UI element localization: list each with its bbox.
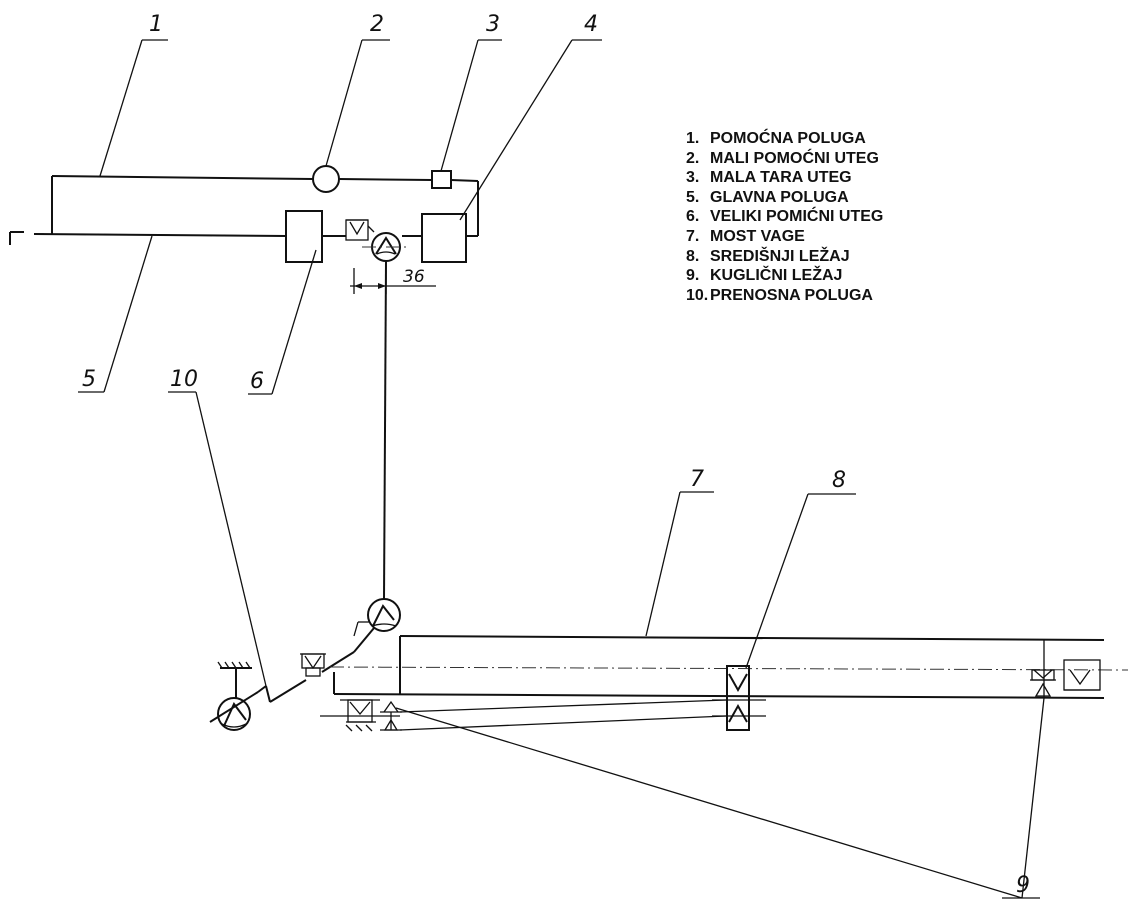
scale-bridge [329,635,1128,699]
large-sliding-weight [285,210,323,263]
transfer-knife-edge-bearing [300,653,326,677]
transfer-lever [209,627,375,723]
leader-1: 1 [99,12,168,177]
upper-knife-edge-bearing [345,219,375,241]
label-8: 8 [832,468,846,493]
legend-number: 7. [686,227,700,245]
part-4-block [421,213,467,263]
left-ball-bearings [320,699,402,732]
legend-item: 3. MALA TARA UTEG [686,168,883,188]
leader-3: 3 [440,12,502,172]
lower-ball-bearing [353,598,401,637]
leader-2: 2 [325,12,390,167]
dimension-36: 36 [350,262,436,294]
parts-legend: 1. POMOĆNA POLUGA 2. MALI POMOĆNI UTEG 3. M… [686,129,883,305]
legend-number: 5. [686,188,700,206]
legend-number: 9. [686,267,700,285]
legend-number: 2. [686,149,700,167]
legend-number: 8. [686,247,700,265]
legend-item: 7. MOST VAGE [686,227,883,247]
wedge-line-upper [399,699,727,713]
leader-4: 4 [459,12,602,221]
legend-text: MALI POMOĆNI UTEG [710,149,879,167]
label-4: 4 [584,12,598,37]
legend-number: 10. [686,286,709,304]
legend-item: 6. VELIKI POMIĆNI UTEG [686,207,883,227]
legend-text: PRENOSNA POLUGA [710,286,873,304]
legend-item: 10.PRENOSNA POLUGA [686,286,883,306]
label-9: 9 [1016,873,1030,898]
leader-7: 7 [645,467,714,637]
legend-item: 1. POMOĆNA POLUGA [686,129,883,149]
legend-number: 6. [686,208,700,226]
label-3: 3 [486,12,500,37]
legend-item: 9. KUGLIČNI LEŽAJ [686,266,883,286]
label-10: 10 [170,367,198,392]
label-5: 5 [82,367,96,392]
legend-text: VELIKI POMIĆNI UTEG [710,208,884,226]
small-auxiliary-weight [312,165,340,193]
auxiliary-lever [51,175,479,237]
label-2: 2 [370,12,384,37]
label-7: 7 [690,467,704,492]
leader-6: 6 [248,249,317,395]
legend-text: SREDIŠNJI LEŽAJ [710,247,850,265]
main-lever [9,231,422,245]
leader-10: 10 [168,367,267,687]
leader-5: 5 [78,235,153,393]
wedge-line-lower [399,715,727,731]
legend-item: 5. GLAVNA POLUGA [686,188,883,208]
right-ball-bearings [1030,659,1101,697]
legend-text: MALA TARA UTEG [710,169,852,187]
upper-ball-bearing [362,232,410,262]
legend-item: 2. MALI POMOĆNI UTEG [686,149,883,169]
label-6: 6 [250,369,264,394]
legend-number: 3. [686,169,700,187]
legend-item: 8. SREDIŠNJI LEŽAJ [686,247,883,267]
legend-text: KUGLIČNI LEŽAJ [710,267,843,285]
small-tare-weight [431,170,452,189]
central-bearing [712,665,766,731]
dimension-text: 36 [403,267,425,287]
label-1: 1 [149,12,163,37]
legend-text: POMOĆNA POLUGA [710,130,866,147]
legend-number: 1. [686,130,700,147]
leader-9: 9 [395,697,1045,899]
fixed-ball-bearing [217,661,252,731]
connecting-rod [383,260,387,600]
legend-text: MOST VAGE [710,227,805,245]
leader-8: 8 [745,468,856,669]
legend-text: GLAVNA POLUGA [710,188,849,206]
